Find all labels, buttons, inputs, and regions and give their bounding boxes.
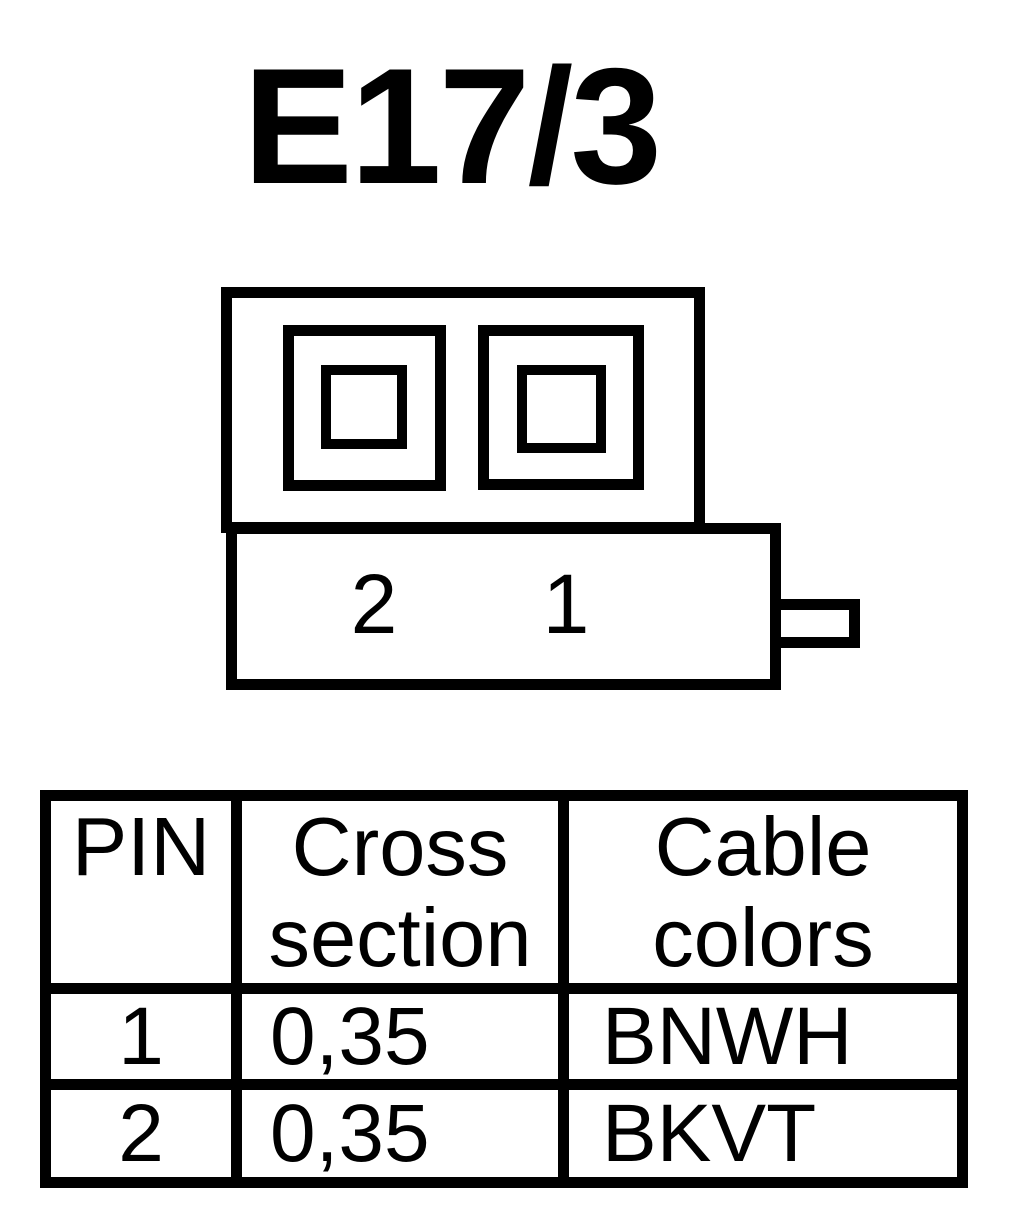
- table-row1-cross-section: 0,35: [242, 994, 558, 1079]
- table-row2-cable-colors: BKVT: [569, 1090, 957, 1177]
- pin-number-label-2: 2: [350, 557, 398, 651]
- pin-table: PIN Cross section Cable colors 1 0,35 BN…: [40, 790, 968, 1188]
- header-cell-pin: PIN: [51, 801, 231, 983]
- pin-cavity-2: [283, 325, 446, 491]
- header-cell-cross-section: Cross section: [242, 801, 558, 983]
- header-cell-cable-colors: Cable colors: [569, 801, 957, 983]
- table-row2-pin: 2: [51, 1090, 231, 1177]
- pin-number-label-1: 1: [542, 557, 590, 651]
- connector-latch-tab: [770, 599, 860, 648]
- table-row1-pin: 1: [51, 994, 231, 1079]
- connector-id-title: E17/3: [242, 34, 662, 218]
- pin-terminal-2: [321, 365, 407, 449]
- pin-cavity-1: [478, 325, 644, 490]
- table-row1-cable-colors: BNWH: [569, 994, 957, 1079]
- connector-body: [226, 523, 781, 690]
- table-row2-cross-section: 0,35: [242, 1090, 558, 1177]
- pin-terminal-1: [517, 365, 606, 453]
